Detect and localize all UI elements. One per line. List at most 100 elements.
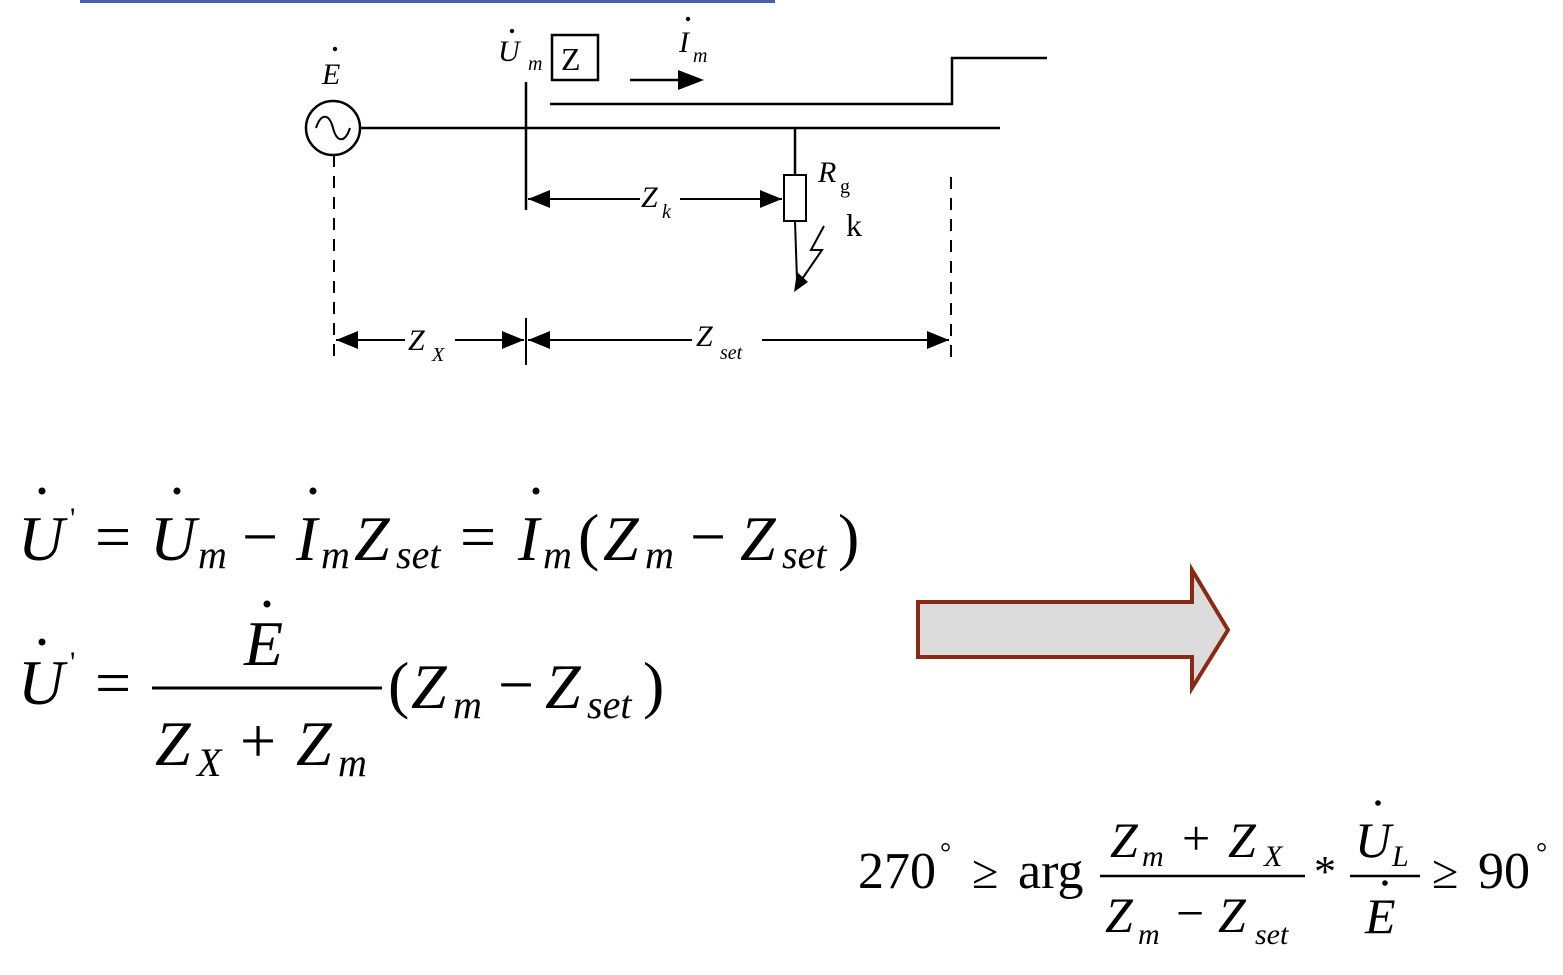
crit-right-degree: ° xyxy=(1536,838,1547,869)
relay-label: Z xyxy=(561,41,581,77)
eq2-den-zx: Z xyxy=(155,708,192,779)
current-label: I xyxy=(678,26,691,59)
eq1-close-paren: ) xyxy=(838,501,859,572)
source-label: E xyxy=(321,58,340,91)
zk-label: Z xyxy=(641,181,658,214)
eq1-zm: Z xyxy=(603,503,640,574)
crit-geq-2: ≥ xyxy=(1432,846,1458,899)
eq2-plus: + xyxy=(240,705,276,776)
eq2-lhs-prime: ' xyxy=(70,646,75,679)
sine-wave-icon xyxy=(315,115,351,141)
relay-box xyxy=(550,33,600,82)
fault-label: k xyxy=(846,207,862,243)
eq2-den-m: m xyxy=(338,740,367,785)
eq1-open-paren: ( xyxy=(578,501,599,572)
eq2-zm-sub: m xyxy=(453,682,482,727)
crit-geq-1: ≥ xyxy=(972,846,998,899)
eq1-dot-im xyxy=(309,487,317,495)
implication-arrow-icon xyxy=(916,562,1231,696)
eq2-close-paren: ) xyxy=(643,649,664,720)
criterion-equation: 270 ° ≥ arg Z m + Z X Z m − Z set * U L … xyxy=(858,800,1547,951)
equation-1: U ' = U m − I m Z set = I m ( Z m − Z se… xyxy=(18,487,859,577)
zset-label: Z xyxy=(696,320,713,353)
eq1-um: U xyxy=(150,503,200,574)
eq2-num-e: E xyxy=(243,608,283,679)
eq1-equals-1: = xyxy=(95,501,131,572)
eq1-im-sub: m xyxy=(321,532,350,577)
crit-den-zset: Z xyxy=(1218,887,1247,943)
crit-right-value: 90 xyxy=(1478,843,1530,900)
current-arrow-head xyxy=(678,70,704,90)
voltage-sub: m xyxy=(528,53,542,75)
eq1-minus: − xyxy=(242,501,278,572)
fault-bolt xyxy=(799,225,825,283)
eq1-zset: Z xyxy=(354,503,391,574)
eq1-zset-2: Z xyxy=(740,503,777,574)
source-dot xyxy=(332,46,338,52)
current-sub: m xyxy=(693,45,707,67)
zx-arrow-right xyxy=(502,331,524,349)
eq2-zset: Z xyxy=(545,651,582,722)
rg-sub: g xyxy=(840,176,850,198)
eq1-im: I xyxy=(295,503,320,574)
eq1-equals-2: = xyxy=(460,501,496,572)
eq2-open-paren: ( xyxy=(388,649,409,720)
crit-ul-sub: L xyxy=(1391,840,1409,873)
eq2-den-x: X xyxy=(195,740,223,785)
eq2-minus: − xyxy=(498,649,534,720)
crit-times: * xyxy=(1314,847,1336,896)
eq2-dot-u xyxy=(38,638,46,646)
um-dot xyxy=(509,28,515,34)
fault-lightning-icon xyxy=(794,220,798,281)
zk-arrow-left xyxy=(528,190,550,208)
crit-num-m: m xyxy=(1142,840,1164,873)
eq1-lhs-var: U xyxy=(18,503,68,574)
eq1-zset-sub: set xyxy=(396,532,441,577)
eq1-im2: I xyxy=(517,503,542,574)
rg-label: R xyxy=(817,156,836,189)
im-dot xyxy=(685,16,691,22)
crit-num-zm: Z xyxy=(1110,812,1139,868)
eq2-lhs-var: U xyxy=(18,647,68,718)
zk-sub: k xyxy=(662,201,672,223)
crit-den-zm: Z xyxy=(1105,887,1134,943)
crit-den-m: m xyxy=(1138,918,1160,951)
zx-sub: X xyxy=(431,344,445,366)
zx-arrow-left xyxy=(336,331,358,349)
crit-dot-e xyxy=(1382,880,1388,886)
eq1-zset-2-sub: set xyxy=(782,532,827,577)
crit-arg: arg xyxy=(1018,843,1083,900)
fault-resistor xyxy=(783,174,807,222)
crit-left-value: 270 xyxy=(858,843,936,900)
eq1-im2-sub: m xyxy=(543,532,572,577)
crit-den-set: set xyxy=(1255,918,1289,951)
crit-e: E xyxy=(1364,888,1396,944)
zx-label: Z xyxy=(408,324,425,357)
eq1-minus-2: − xyxy=(690,501,726,572)
eq1-lhs-prime: ' xyxy=(70,502,75,535)
zset-arrow-left xyxy=(528,331,550,349)
crit-left-degree: ° xyxy=(940,838,951,869)
eq2-equals: = xyxy=(95,647,131,718)
eq2-dot-e xyxy=(263,600,271,608)
circuit-labels: E U m Z I m Z k R g k Z X Z set xyxy=(321,16,862,366)
eq2-zm: Z xyxy=(411,651,448,722)
eq1-um-sub: m xyxy=(198,532,227,577)
voltage-label: U xyxy=(498,35,522,68)
eq1-dot-um xyxy=(173,487,181,495)
crit-num-x: X xyxy=(1263,840,1284,873)
eq2-den-zm: Z xyxy=(296,708,333,779)
fault-arrow-head xyxy=(794,272,808,292)
zset-sub: set xyxy=(720,342,743,364)
protection-reach-line xyxy=(550,56,1047,106)
eq1-zm-sub: m xyxy=(645,532,674,577)
crit-den-minus: − xyxy=(1176,885,1204,941)
equation-2: U ' = E Z X + Z m ( Z m − Z set ) xyxy=(18,600,664,785)
eq1-dot-u xyxy=(38,487,46,495)
crit-dot-ul xyxy=(1375,800,1381,806)
crit-num-zx: Z xyxy=(1228,812,1257,868)
circuit-diagram xyxy=(304,33,1047,365)
eq2-zset-sub: set xyxy=(587,682,632,727)
